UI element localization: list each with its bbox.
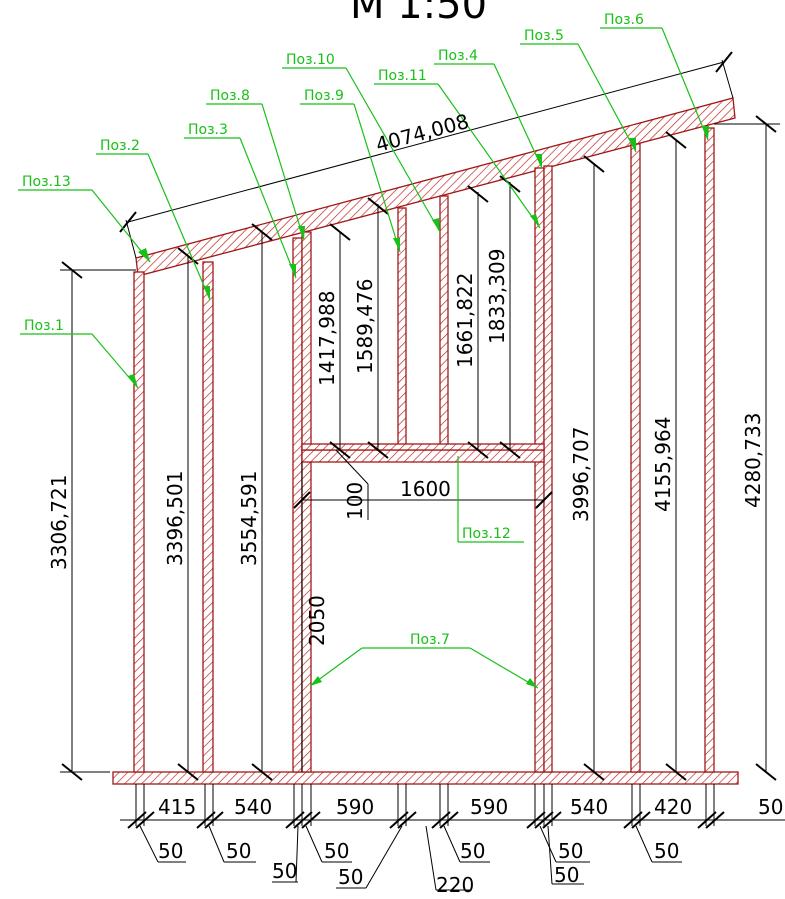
lintel-top [301,443,545,451]
post-w-10: 50 [654,839,679,863]
dim-h-above-3: 1661,822 [453,273,477,368]
stud-11a [534,167,545,773]
dimension-texts: 4074,008 3306,721 3396,501 3554,591 1417… [47,109,783,897]
post-w-2: 50 [226,839,251,863]
dim-opening-height: 2050 [305,595,329,646]
span-2: 540 [234,795,272,819]
stud-8 [301,231,312,773]
label-p6: Поз.6 [604,12,644,28]
span-6: 420 [654,795,692,819]
dim-lintel: 100 [343,482,367,520]
label-p11: Поз.11 [378,68,427,84]
leader-arrowheads [128,126,709,688]
label-p4: Поз.4 [438,48,478,64]
dimension-lines [60,51,785,891]
stud-5 [630,143,641,773]
label-p9: Поз.9 [304,88,344,104]
dim-h-post11: 3996,707 [569,427,593,522]
label-p2: Поз.2 [100,138,140,154]
dim-h-above-1: 1417,988 [315,291,339,386]
label-p1: Поз.1 [24,318,64,334]
span-3: 590 [336,795,374,819]
position-labels: Поз.13 Поз.2 Поз.3 Поз.8 Поз.10 Поз.9 По… [22,12,644,648]
scale-title: M 1:50 [350,0,487,28]
stud-6 [704,127,715,773]
post-w-3: 50 [272,859,297,883]
dim-h-post2: 3396,501 [163,471,187,566]
dim-height-left: 3306,721 [47,475,71,570]
stud-11b [543,165,553,773]
stud-1 [133,271,145,773]
dim-h-above-2: 1589,476 [353,279,377,374]
label-p3: Поз.3 [188,122,228,138]
label-p13: Поз.13 [22,174,71,190]
stud-10 [439,195,449,451]
post-w-8: 50 [558,839,583,863]
label-p8: Поз.8 [210,88,250,104]
label-p5: Поз.5 [524,28,564,44]
frame-members [112,97,739,785]
dim-h-post6: 4280,733 [741,413,765,508]
label-p10: Поз.10 [286,52,335,68]
post-w-4: 50 [324,839,349,863]
label-p7: Поз.7 [410,632,450,648]
post-w-5: 50 [338,865,363,889]
post-w-6: 220 [436,873,474,897]
dim-h-above-4: 1833,309 [485,249,509,344]
label-p12: Поз.12 [462,526,511,542]
bottom-plate [112,771,739,785]
post-w-7: 50 [460,839,485,863]
dim-top-length: 4074,008 [373,109,471,157]
position-leaders [18,27,709,689]
span-4: 590 [470,795,508,819]
dim-h-post3: 3554,591 [237,471,261,566]
span-7: 50 [758,795,783,819]
dim-opening-width: 1600 [400,477,451,501]
span-1: 415 [158,795,196,819]
dim-h-post5: 4155,964 [651,417,675,512]
post-w-9: 50 [554,863,579,887]
post-w-1: 50 [158,839,183,863]
stud-2 [202,261,214,773]
span-5: 540 [570,795,608,819]
